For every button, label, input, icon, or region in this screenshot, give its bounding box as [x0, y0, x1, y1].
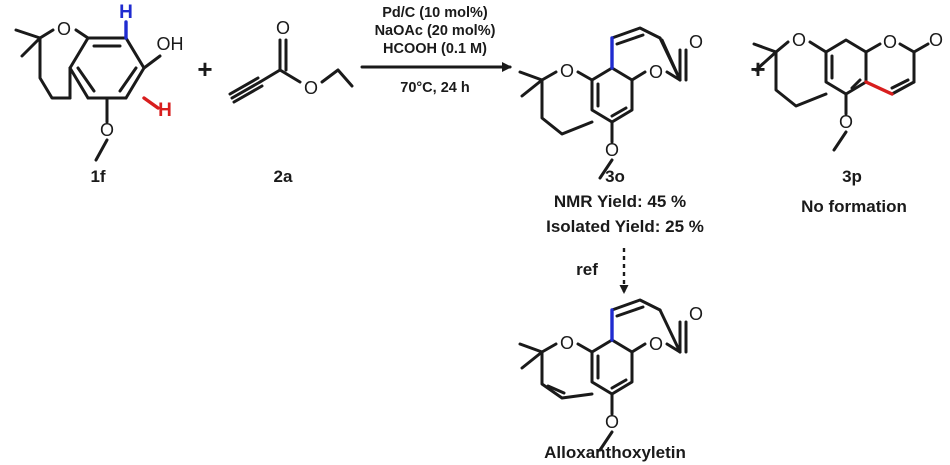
ring-oxygen-label: O [560, 61, 574, 81]
compound-label-3o: 3o [605, 167, 625, 186]
carbonyl-oxygen-label: O [689, 304, 703, 324]
compound-1f: O OH O H H [14, 2, 184, 162]
lactone-oxygen-label: O [649, 334, 663, 354]
hydroxyl-label: OH [157, 34, 184, 54]
carbonyl-oxygen-label: O [929, 30, 943, 50]
no-formation-note: No formation [801, 197, 907, 216]
compound-alloxanthoxyletin: O O O O [518, 298, 703, 452]
condition-temp-time: 70°C, 24 h [400, 80, 469, 96]
carbonyl-oxygen-label: O [689, 32, 703, 52]
condition-solvent: HCOOH (0.1 M) [383, 41, 487, 57]
compound-label-1f: 1f [90, 167, 105, 186]
ref-label: ref [576, 260, 598, 279]
methoxy-oxygen-label: O [100, 120, 114, 140]
nmr-yield: NMR Yield: 45 % [554, 192, 686, 211]
natural-product-name: Alloxanthoxyletin [544, 443, 686, 462]
compound-label-2a: 2a [274, 167, 293, 186]
methoxy-oxygen-label: O [839, 112, 853, 132]
ring-oxygen-label: O [57, 19, 71, 39]
condition-catalyst: Pd/C (10 mol%) [382, 5, 488, 21]
compound-3o: O O O O [518, 26, 703, 180]
ring-oxygen-label: O [560, 333, 574, 353]
condition-base: NaOAc (20 mol%) [375, 23, 496, 39]
lactone-oxygen-label: O [649, 62, 663, 82]
compound-label-3p: 3p [842, 167, 862, 186]
methoxy-oxygen-label: O [605, 140, 619, 160]
ester-oxygen-label: O [304, 78, 318, 98]
carbonyl-oxygen-label: O [276, 18, 290, 38]
compound-3p: O O O O [752, 30, 943, 152]
plus-sign-1: + [197, 54, 212, 84]
ring-oxygen-label: O [792, 30, 806, 50]
methoxy-oxygen-label: O [605, 412, 619, 432]
compound-2a: O O [228, 18, 354, 104]
lactone-oxygen-label: O [883, 32, 897, 52]
blue-hydrogen-label: H [119, 2, 133, 23]
red-hydrogen-label: H [158, 100, 172, 121]
isolated-yield: Isolated Yield: 25 % [546, 217, 704, 236]
